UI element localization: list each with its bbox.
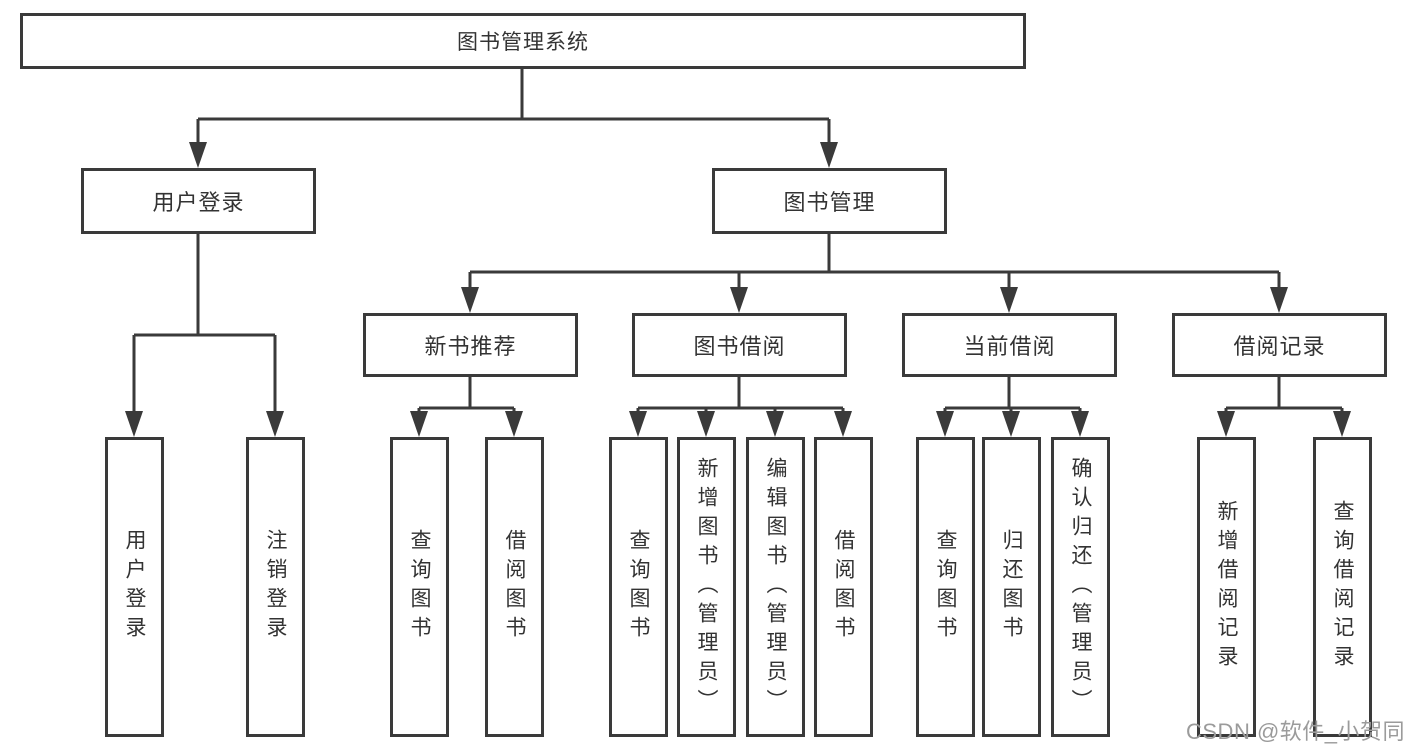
node-label: 编辑图书（管理员） xyxy=(764,456,787,718)
node-user-login: 用户登录 xyxy=(81,168,316,234)
node-label: 查询借阅记录 xyxy=(1331,500,1354,674)
leaf-logout: 注销登录 xyxy=(246,437,305,737)
node-label: 用户登录 xyxy=(152,190,245,215)
leaf-current-query-books: 查询图书 xyxy=(916,437,975,737)
node-label: 新书推荐 xyxy=(424,334,517,359)
node-borrowing-records: 借阅记录 xyxy=(1172,313,1387,377)
leaf-borrowing-query-books: 查询图书 xyxy=(609,437,668,737)
node-label: 查询图书 xyxy=(627,529,650,645)
leaf-recommend-borrow-books: 借阅图书 xyxy=(485,437,544,737)
node-label: 当前借阅 xyxy=(963,334,1056,359)
leaf-add-books-admin: 新增图书（管理员） xyxy=(677,437,736,737)
node-label: 借阅图书 xyxy=(832,529,855,645)
node-label: 查询图书 xyxy=(934,529,957,645)
node-label: 借阅图书 xyxy=(503,529,526,645)
leaf-add-borrow-record: 新增借阅记录 xyxy=(1197,437,1256,737)
node-label: 图书管理 xyxy=(783,190,876,215)
csdn-watermark: CSDN @软件_小贺同学 xyxy=(1186,719,1405,744)
node-label: 图书管理系统 xyxy=(457,31,589,54)
node-book-management: 图书管理 xyxy=(712,168,947,234)
leaf-edit-books-admin: 编辑图书（管理员） xyxy=(746,437,805,737)
leaf-borrow-books: 借阅图书 xyxy=(814,437,873,737)
node-label: 用户登录 xyxy=(123,529,146,645)
node-library-management-system: 图书管理系统 xyxy=(20,13,1026,69)
node-label: 注销登录 xyxy=(264,529,287,645)
node-label: 新增借阅记录 xyxy=(1215,500,1238,674)
node-book-borrowing: 图书借阅 xyxy=(632,313,847,377)
node-label: 借阅记录 xyxy=(1233,334,1326,359)
node-new-book-recommend: 新书推荐 xyxy=(363,313,578,377)
leaf-recommend-query-books: 查询图书 xyxy=(390,437,449,737)
node-current-borrowing: 当前借阅 xyxy=(902,313,1117,377)
node-label: 确认归还（管理员） xyxy=(1069,456,1092,718)
leaf-return-books: 归还图书 xyxy=(982,437,1041,737)
node-label: 查询图书 xyxy=(408,529,431,645)
node-label: 新增图书（管理员） xyxy=(695,456,718,718)
leaf-user-login: 用户登录 xyxy=(105,437,164,737)
node-label: 归还图书 xyxy=(1000,529,1023,645)
leaf-query-borrow-record: 查询借阅记录 xyxy=(1313,437,1372,737)
leaf-confirm-return-admin: 确认归还（管理员） xyxy=(1051,437,1110,737)
node-label: 图书借阅 xyxy=(693,334,786,359)
